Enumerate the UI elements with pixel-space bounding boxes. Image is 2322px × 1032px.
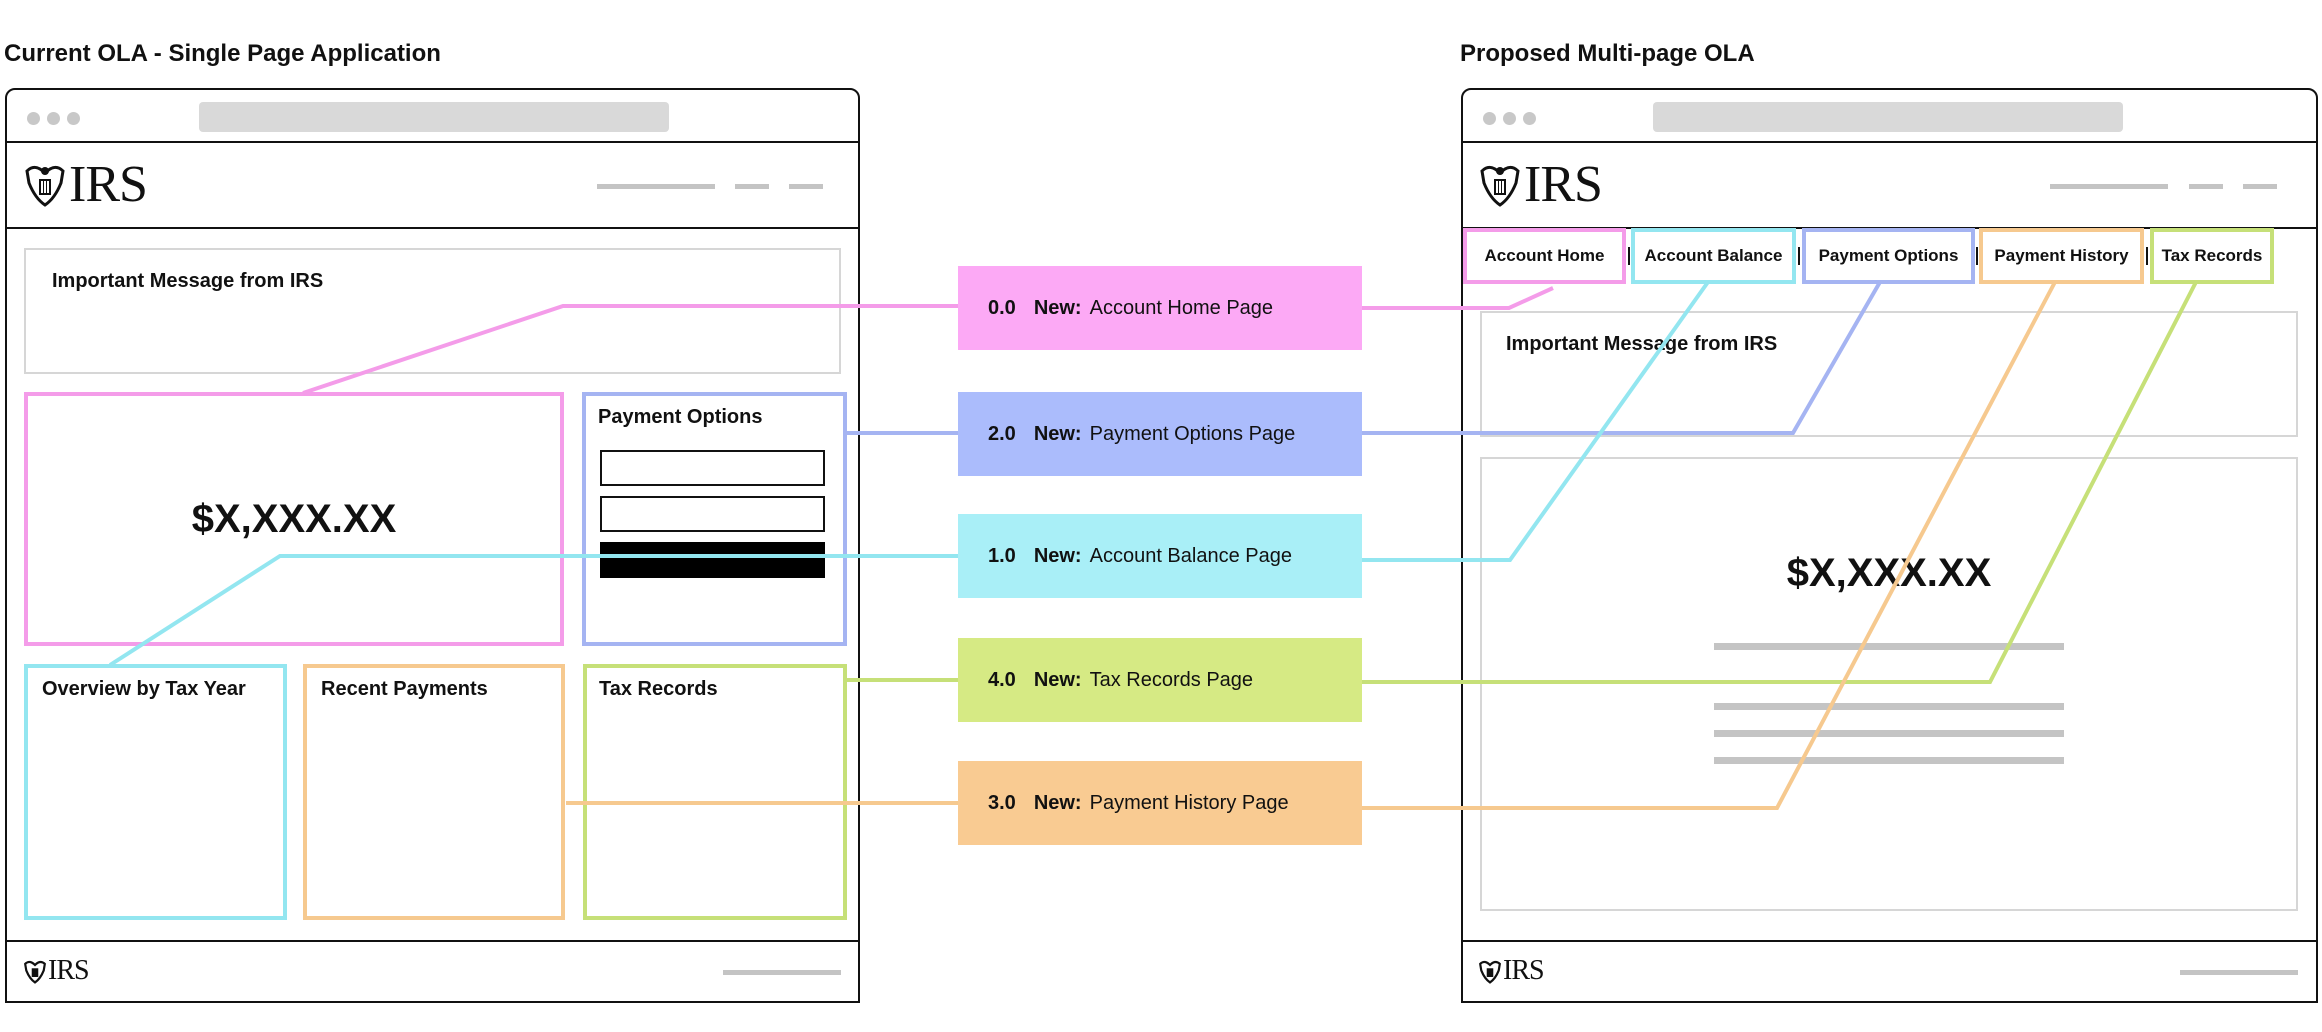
tax-records-title: Tax Records: [599, 678, 718, 700]
recent-payments-panel: Recent Payments: [303, 664, 565, 920]
eagle-icon: [1479, 960, 1501, 984]
tab-label: Payment Options: [1818, 246, 1959, 265]
logo-wordmark: IRS: [1524, 155, 1603, 213]
callout-history: 3.0 New: Payment History Page: [958, 761, 1362, 845]
callout-label: Account Home Page: [1089, 296, 1274, 319]
eagle-icon: [24, 960, 46, 984]
callout-number: 2.0: [988, 422, 1016, 445]
balance-amount: $X,XXX.XX: [191, 496, 397, 541]
callout-prefix: New:: [1033, 668, 1082, 691]
tab-separator: [2146, 247, 2148, 265]
callout-home: 0.0 New: Account Home Page: [958, 266, 1362, 350]
footer-irs-logo[interactable]: IRS: [23, 954, 90, 988]
divider: [7, 141, 858, 143]
window-dot: [47, 112, 60, 125]
payment-submit-button[interactable]: [600, 542, 825, 578]
callout-prefix: New:: [1033, 791, 1082, 814]
text-placeholder: [1714, 757, 2064, 764]
irs-logo[interactable]: IRS: [1478, 156, 1603, 213]
divider: [1463, 940, 2316, 942]
tax-records-panel: Tax Records: [583, 664, 847, 920]
account-balance-panel: $X,XXX.XX: [24, 392, 564, 646]
overview-title: Overview by Tax Year: [42, 678, 246, 700]
tab-payment-history[interactable]: Payment History: [1979, 228, 2144, 284]
recent-payments-title: Recent Payments: [321, 678, 488, 700]
callout-label: Account Balance Page: [1089, 544, 1292, 567]
callout-prefix: New:: [1033, 422, 1082, 445]
tab-label: Tax Records: [2161, 246, 2263, 265]
footer-link-placeholder[interactable]: [723, 970, 841, 975]
tab-account-balance[interactable]: Account Balance: [1631, 228, 1796, 284]
callout-label: Tax Records Page: [1089, 668, 1254, 691]
tab-separator: [1798, 247, 1800, 265]
payment-options-title: Payment Options: [598, 406, 763, 428]
tab-payment-options[interactable]: Payment Options: [1802, 228, 1975, 284]
eagle-icon: [1480, 165, 1520, 207]
balance-amount: $X,XXX.XX: [1786, 551, 1992, 595]
account-home-content: $X,XXX.XX: [1480, 457, 2298, 911]
overview-by-tax-year-panel: Overview by Tax Year: [24, 664, 287, 920]
callout-prefix: New:: [1033, 296, 1082, 319]
window-dot: [67, 112, 80, 125]
text-placeholder: [1714, 643, 2064, 650]
message-title: Important Message from IRS: [52, 270, 324, 292]
divider: [7, 227, 858, 229]
tab-account-home[interactable]: Account Home: [1463, 228, 1626, 284]
tab-tax-records[interactable]: Tax Records: [2150, 228, 2274, 284]
right-browser-window: IRS Account Home Account Balance Payment…: [1461, 88, 2318, 1003]
nav-placeholder[interactable]: [735, 184, 769, 189]
nav-placeholder[interactable]: [2050, 184, 2168, 189]
footer-logo-wordmark: IRS: [1503, 955, 1545, 986]
footer-logo-wordmark: IRS: [48, 955, 90, 986]
important-message-panel: Important Message from IRS: [24, 248, 841, 374]
footer-link-placeholder[interactable]: [2180, 970, 2298, 975]
window-dot: [1503, 112, 1516, 125]
window-dot: [1523, 112, 1536, 125]
text-placeholder: [1714, 703, 2064, 710]
callout-number: 0.0: [988, 296, 1016, 319]
tab-label: Account Home: [1484, 246, 1605, 265]
callout-number: 4.0: [988, 668, 1016, 691]
tab-label: Account Balance: [1644, 246, 1783, 265]
callout-options: 2.0 New: Payment Options Page: [958, 392, 1362, 476]
left-section-title: Current OLA - Single Page Application: [4, 40, 441, 67]
address-bar[interactable]: [199, 102, 669, 132]
footer-irs-logo[interactable]: IRS: [1478, 954, 1545, 988]
logo-wordmark: IRS: [69, 155, 148, 213]
right-section-title: Proposed Multi-page OLA: [1460, 40, 1755, 67]
callout-label: Payment History Page: [1089, 791, 1289, 814]
payment-input[interactable]: [600, 450, 825, 486]
tab-separator: [1628, 247, 1630, 265]
address-bar[interactable]: [1653, 102, 2123, 132]
left-browser-window: IRS Important Message from IRS $X,XXX.XX…: [5, 88, 860, 1003]
divider: [7, 940, 858, 942]
callout-balance: 1.0 New: Account Balance Page: [958, 514, 1362, 598]
callout-number: 3.0: [988, 791, 1016, 814]
nav-placeholder[interactable]: [597, 184, 715, 189]
payment-options-panel: Payment Options: [582, 392, 847, 646]
irs-logo[interactable]: IRS: [23, 156, 148, 213]
text-placeholder: [1714, 730, 2064, 737]
important-message-panel: Important Message from IRS: [1480, 311, 2298, 437]
callout-prefix: New:: [1033, 544, 1082, 567]
payment-input[interactable]: [600, 496, 825, 532]
window-dot: [27, 112, 40, 125]
window-dot: [1483, 112, 1496, 125]
divider: [1463, 141, 2316, 143]
nav-placeholder[interactable]: [2243, 184, 2277, 189]
callout-label: Payment Options Page: [1089, 422, 1296, 445]
nav-placeholder[interactable]: [789, 184, 823, 189]
eagle-icon: [25, 165, 65, 207]
tab-label: Payment History: [1994, 246, 2129, 265]
tab-separator: [1976, 247, 1978, 265]
callout-records: 4.0 New: Tax Records Page: [958, 638, 1362, 722]
nav-placeholder[interactable]: [2189, 184, 2223, 189]
message-title: Important Message from IRS: [1506, 333, 1778, 355]
callout-number: 1.0: [988, 544, 1016, 567]
